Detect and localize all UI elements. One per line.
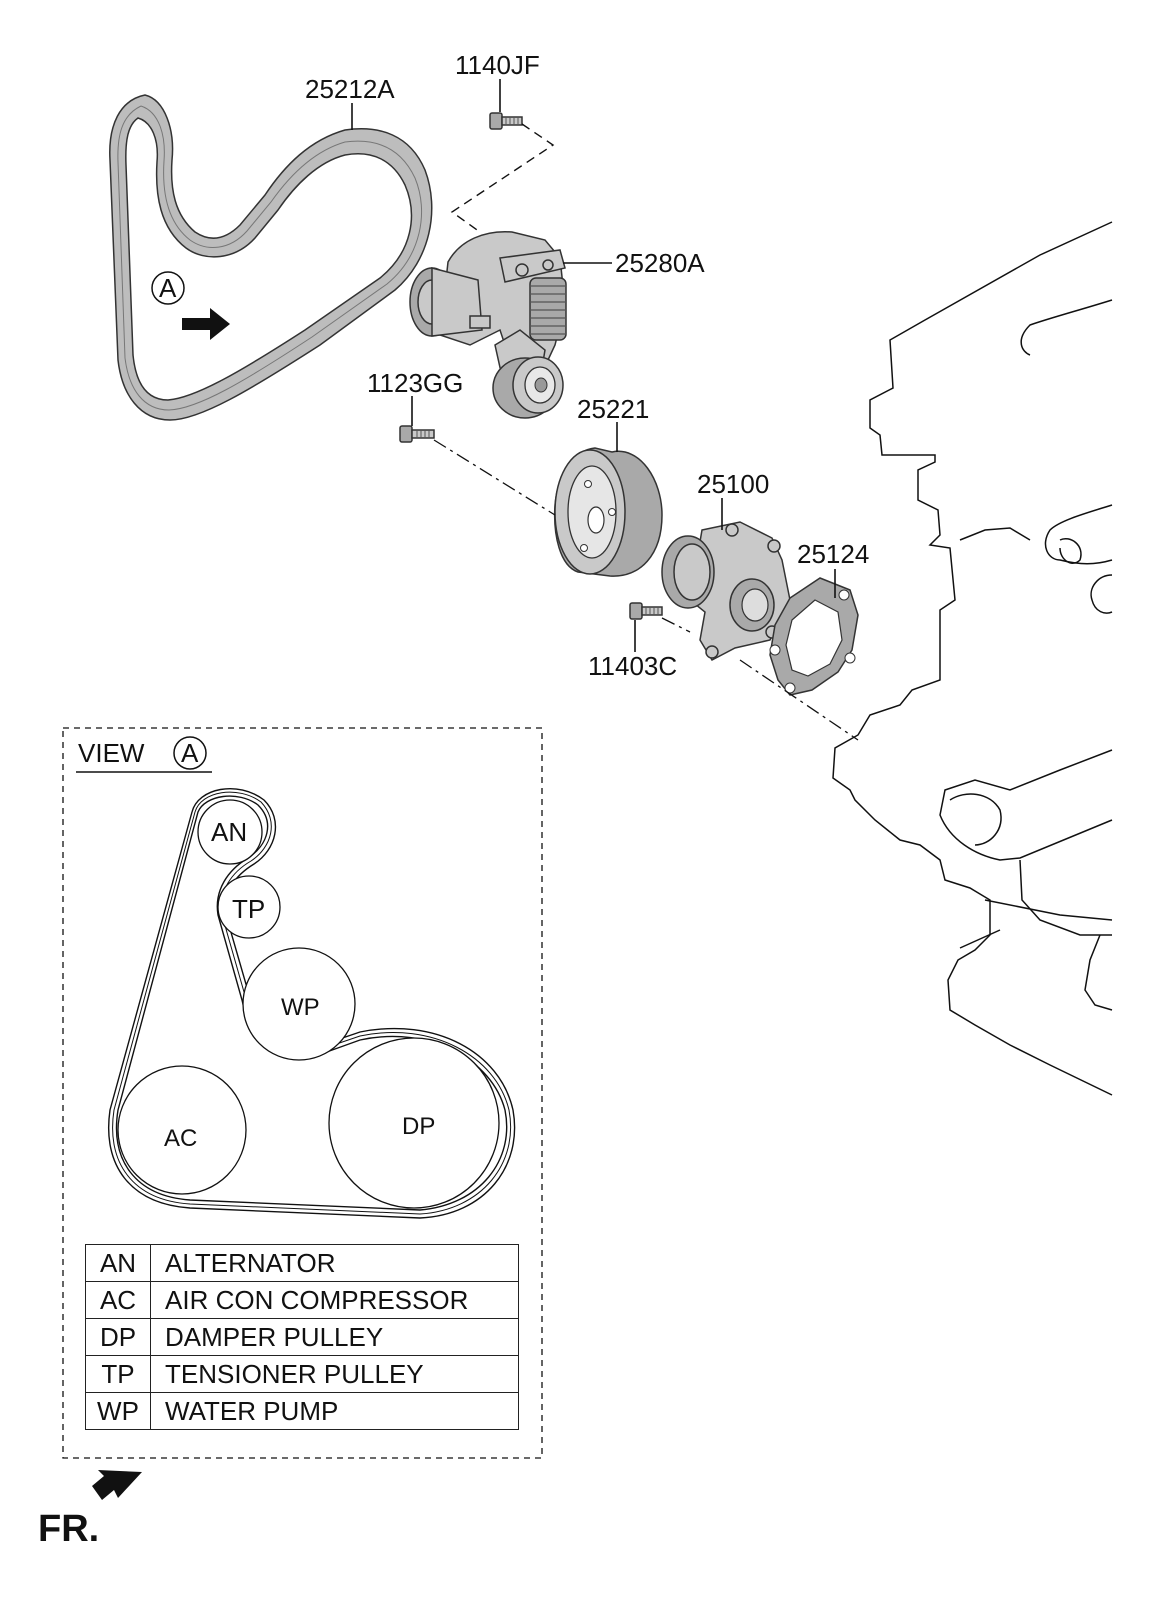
pulley-label-wp: WP <box>281 994 320 1021</box>
legend-name: ALTERNATOR <box>150 1244 519 1282</box>
view-title-marker: A <box>181 738 199 768</box>
leader-lines <box>351 79 836 652</box>
engine-block-outline <box>832 221 1113 1096</box>
assembly-line-bolt-top <box>450 123 555 233</box>
water-pump <box>661 521 791 661</box>
callout-belt: 25212A <box>305 74 395 104</box>
pulley-label-dp: DP <box>402 1113 435 1140</box>
tensioner-assembly <box>409 231 567 419</box>
callout-gasket: 25124 <box>797 539 869 569</box>
pulley-label-tp: TP <box>232 894 265 924</box>
legend-code: DP <box>85 1318 151 1356</box>
svg-text:A: A <box>159 273 177 303</box>
water-pump-gasket <box>769 577 859 696</box>
assembly-line-bolt-mid <box>433 439 556 516</box>
pulley-damper: DP <box>328 1037 500 1209</box>
callout-bolt-mid: 1123GG <box>367 368 463 398</box>
legend-name: AIR CON COMPRESSOR <box>150 1281 519 1319</box>
pulley-tensioner: TP <box>217 875 281 939</box>
legend-code: AN <box>85 1244 151 1282</box>
view-title-marker-circle <box>173 736 207 770</box>
water-pump-pulley <box>553 447 663 577</box>
callout-tensioner: 25280A <box>615 248 705 278</box>
callout-bolt-top: 1140JF <box>455 50 540 80</box>
pulley-label-an: AN <box>211 817 247 847</box>
callout-bolt-low: 11403C <box>588 651 677 681</box>
view-a-marker: A <box>151 271 230 340</box>
bolt-11403c <box>629 602 663 620</box>
pulley-label-ac: AC <box>164 1125 197 1152</box>
bolt-1140jf <box>489 112 523 130</box>
legend-code: AC <box>85 1281 151 1319</box>
front-direction-arrow <box>92 1470 142 1500</box>
pulley-water-pump: WP <box>242 947 356 1061</box>
legend-name: TENSIONER PULLEY <box>150 1355 519 1393</box>
pulley-alternator: AN <box>197 799 263 865</box>
legend-code: TP <box>85 1355 151 1393</box>
front-indicator-label: FR. <box>38 1508 100 1550</box>
callout-pulley: 25221 <box>577 394 649 424</box>
callout-water-pump: 25100 <box>697 469 769 499</box>
pulley-air-con: AC <box>117 1065 247 1195</box>
legend-name: DAMPER PULLEY <box>150 1318 519 1356</box>
legend-name: WATER PUMP <box>150 1392 519 1430</box>
view-belt-routing <box>108 787 516 1219</box>
legend-code: WP <box>85 1392 151 1430</box>
bolt-1123gg <box>399 425 435 443</box>
assembly-line-bolt-low <box>661 617 859 741</box>
view-title: VIEW <box>78 738 145 768</box>
